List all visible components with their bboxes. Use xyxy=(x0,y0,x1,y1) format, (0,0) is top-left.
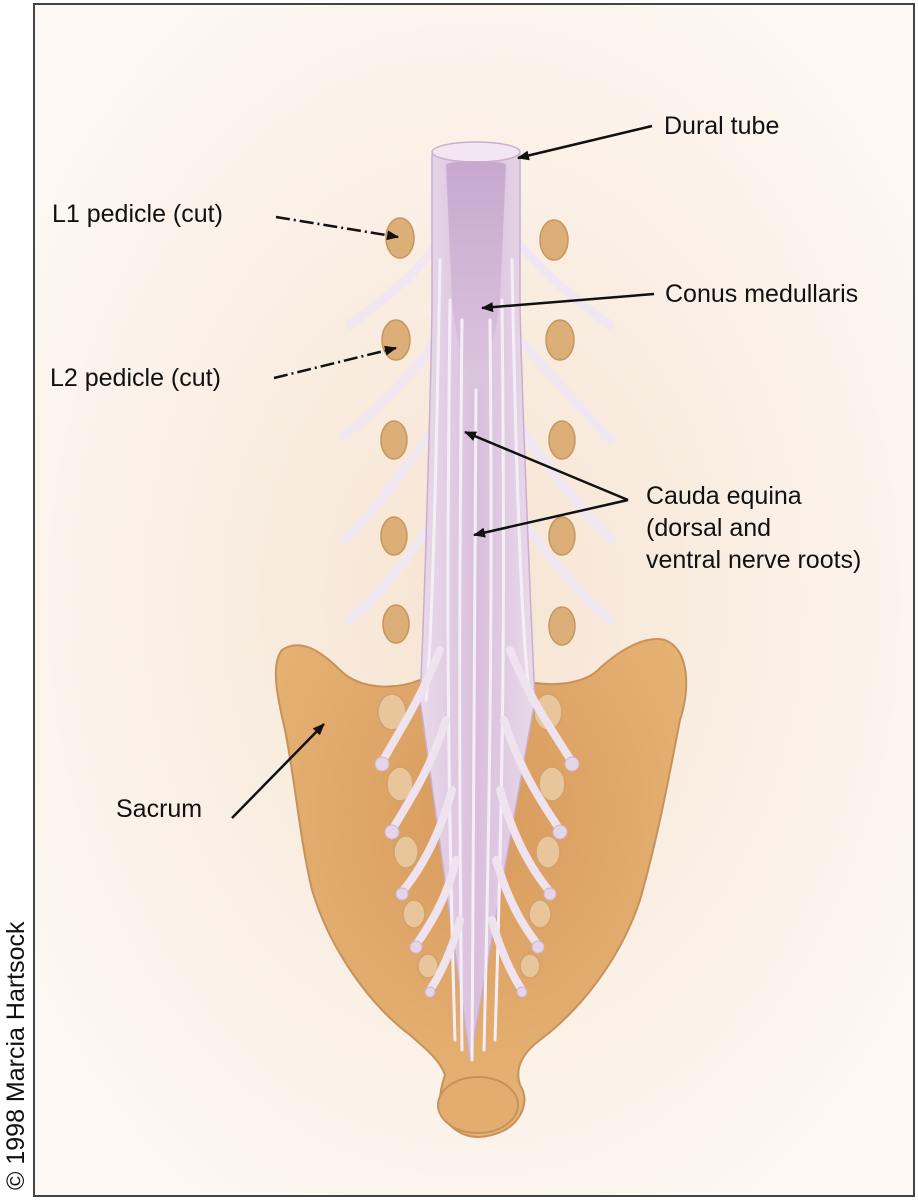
arrow-dural-tube xyxy=(517,124,653,161)
l2-pedicle-left xyxy=(381,319,411,361)
arrow-cauda-2 xyxy=(473,498,629,538)
dural-tube-top xyxy=(431,141,521,163)
label-l1-pedicle: L1 pedicle (cut) xyxy=(52,200,223,228)
label-l2-pedicle: L2 pedicle (cut) xyxy=(50,364,221,392)
copyright-notice: © 1998 Marcia Hartsock xyxy=(2,921,30,1190)
arrow-cauda-1 xyxy=(464,430,629,502)
lumbar-nerve-roots xyxy=(340,235,617,625)
sacral-foramina xyxy=(377,693,566,979)
arrow-l2-pedicle xyxy=(273,345,397,380)
sacral-nerve-roots xyxy=(378,646,576,994)
arrow-conus xyxy=(481,292,655,313)
label-conus-medullaris: Conus medullaris xyxy=(665,280,859,308)
l1-pedicle-right xyxy=(539,219,569,261)
arrow-l1-pedicle xyxy=(275,215,399,241)
pedicles xyxy=(380,217,576,646)
label-cauda-line1: Cauda equina xyxy=(646,482,802,510)
label-cauda-equina: Cauda equina (dorsal and ventral nerve r… xyxy=(646,480,861,576)
arrow-sacrum xyxy=(231,723,325,819)
sacral-root-ends xyxy=(374,756,580,998)
label-cauda-line3: ventral nerve roots) xyxy=(646,546,862,574)
label-sacrum: Sacrum xyxy=(116,795,203,823)
label-cauda-line2: (dorsal and xyxy=(646,514,772,542)
label-dural-tube: Dural tube xyxy=(664,112,780,140)
l1-pedicle-left xyxy=(385,217,415,259)
leader-arrows xyxy=(231,124,655,819)
coccyx xyxy=(437,1076,519,1134)
